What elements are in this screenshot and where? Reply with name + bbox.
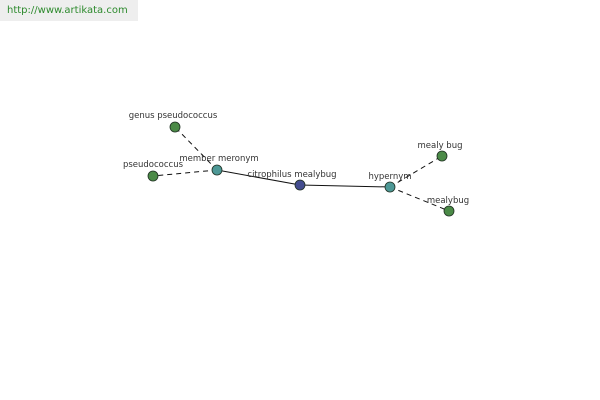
- node-citrophilus-mealybug[interactable]: [294, 179, 306, 191]
- edge-hypernym-to-mealybug: [389, 186, 450, 212]
- edge-member-meronym-to-genus-pseudococcus: [174, 126, 218, 171]
- node-label-member-meronym[interactable]: member meronym: [179, 154, 258, 164]
- node-member-meronym[interactable]: [211, 164, 223, 176]
- edge-citrophilus-mealybug-to-hypernym: [299, 184, 391, 188]
- node-label-genus-pseudococcus[interactable]: genus pseudococcus: [129, 111, 218, 121]
- graph-nodes: [147, 121, 455, 217]
- node-hypernym[interactable]: [384, 181, 396, 193]
- node-mealybug[interactable]: [443, 205, 455, 217]
- node-genus-pseudococcus[interactable]: [169, 121, 181, 133]
- node-label-pseudococcus[interactable]: pseudococcus: [123, 160, 184, 170]
- site-url-link[interactable]: http://www.artikata.com: [7, 5, 128, 16]
- edge-hypernym-to-mealy-bug: [389, 155, 443, 188]
- node-mealy-bug[interactable]: [436, 150, 448, 162]
- node-pseudococcus[interactable]: [147, 170, 159, 182]
- node-label-mealybug[interactable]: mealybug: [427, 196, 469, 206]
- node-label-citrophilus-mealybug[interactable]: citrophilus mealybug: [247, 170, 336, 180]
- edge-citrophilus-mealybug-to-member-meronym: [216, 169, 301, 186]
- edge-member-meronym-to-pseudococcus: [152, 169, 218, 177]
- graph-labels: citrophilus mealybug member meronym hypern…: [123, 111, 469, 206]
- graph-edges: [152, 126, 450, 212]
- url-bar: http://www.artikata.com: [0, 0, 138, 21]
- node-label-hypernym[interactable]: hypernym: [368, 172, 411, 182]
- node-label-mealy-bug[interactable]: mealy bug: [418, 141, 463, 151]
